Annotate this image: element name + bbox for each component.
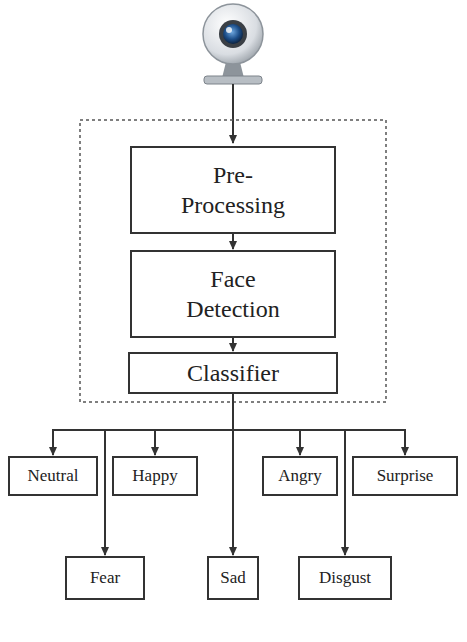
process-box: Pre- Processing <box>130 146 336 234</box>
emotion-box: Disgust <box>298 556 392 600</box>
flow-arrow <box>233 394 405 455</box>
node-label: Sad <box>220 567 246 588</box>
camera-body <box>203 4 263 64</box>
emotion-box: Sad <box>207 556 259 600</box>
node-label: Neutral <box>28 465 79 486</box>
flow-arrow <box>232 234 234 249</box>
node-label: Pre- Processing <box>168 160 298 220</box>
node-label: Classifier <box>187 358 279 388</box>
camera-lens <box>223 24 243 44</box>
emotion-box: Surprise <box>352 456 458 496</box>
classifier-box: Classifier <box>128 352 338 394</box>
node-label: Face Detection <box>168 264 298 324</box>
process-box: Face Detection <box>130 250 336 338</box>
emotion-box: Happy <box>112 456 198 496</box>
system-boundary <box>80 120 386 402</box>
flow-arrow <box>232 338 234 351</box>
flow-arrow <box>233 394 345 555</box>
node-label: Fear <box>90 567 120 588</box>
emotion-box: Angry <box>262 456 338 496</box>
flow-arrow <box>233 394 300 455</box>
emotion-box: Neutral <box>8 456 98 496</box>
camera-feed-line <box>232 84 234 143</box>
node-label: Surprise <box>377 465 434 486</box>
node-label: Angry <box>278 465 321 486</box>
camera-lens-ring <box>219 20 247 48</box>
flow-arrow <box>105 394 233 555</box>
flow-arrow <box>155 394 233 455</box>
camera-base <box>204 76 262 84</box>
emotion-box: Fear <box>65 556 145 600</box>
flow-arrow <box>53 394 233 455</box>
node-label: Happy <box>132 465 177 486</box>
node-label: Disgust <box>319 567 371 588</box>
lens-glint <box>226 27 232 33</box>
